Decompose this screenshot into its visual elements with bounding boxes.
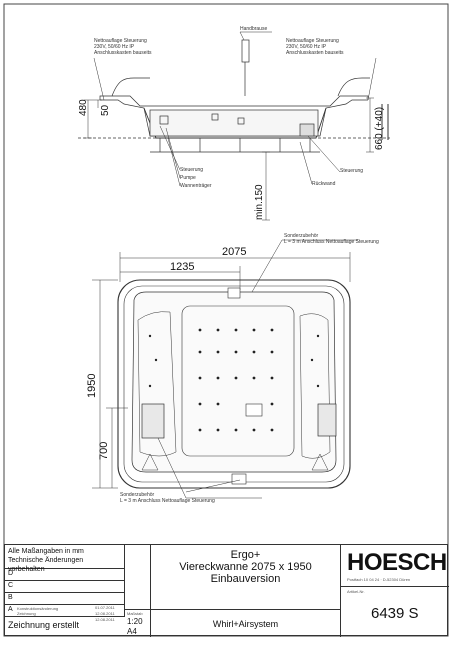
date: 01.07.2011 — [95, 605, 115, 610]
rev-letter: A — [8, 606, 13, 613]
brand-logo: HOESCH — [347, 549, 447, 576]
scale-value: 1:20 — [127, 617, 143, 626]
side-leaders — [93, 31, 377, 187]
rev-letter: B — [8, 594, 13, 601]
dates-cell: 01.07.2011 12.08.2011 12.08.2011 — [95, 605, 125, 635]
plan-top-sub: L = 3 m Anschluss Nettoauflage Steuerung — [284, 239, 379, 245]
article-cell: Artikel-Nr. 6439 S — [341, 587, 449, 637]
right-callout-steuerung: Steuerung — [340, 168, 364, 174]
rev-sub2: Zeichnung — [17, 611, 36, 616]
product-line2: Viereckwanne 2075 x 1950 — [179, 561, 312, 573]
format-value: A4 — [127, 627, 137, 636]
handle-label: Handbrause — [240, 26, 268, 32]
rev-sub1: Konstruktionsänderung — [17, 606, 59, 611]
left-note-line: Anschlusskasten bauseits — [94, 50, 152, 56]
dim-1950: 1950 — [86, 373, 98, 398]
revision-table: D C B A Konstruktionsänderung Zeichnung — [5, 569, 125, 617]
notes-cell: Alle Maßangaben in mm Technische Änderun… — [5, 545, 125, 573]
revision-row: B — [5, 593, 125, 605]
right-note-line: Anschlusskasten bauseits — [286, 50, 344, 56]
note-changes: Technische Änderungen vorbehalten — [8, 557, 84, 573]
plan-top-label: Sonderzubehör L = 3 m Anschluss Nettoauf… — [284, 233, 379, 245]
revision-row: C — [5, 581, 125, 593]
dim-min150: min.150 — [254, 184, 265, 220]
left-callouts: Steuerung Pumpe Wannenträger — [180, 166, 212, 190]
dim-2075: 2075 — [222, 246, 247, 258]
product-line1: Ergo+ — [230, 549, 261, 561]
right-note-block: Nettoauflage Steuerung 230V, 50/60 Hz IP… — [286, 38, 344, 56]
dim-1235: 1235 — [170, 261, 195, 273]
plan-bottom-title: Sonderzubehör — [120, 492, 155, 498]
plan-top-title: Sonderzubehör — [284, 233, 319, 239]
date: 12.08.2011 — [95, 617, 115, 622]
rev-letter: D — [8, 570, 14, 577]
rear-label: Rückwand — [312, 181, 336, 187]
created-label: Zeichnung erstellt — [8, 620, 80, 630]
dim-660: 660 (+40) — [374, 106, 385, 150]
callout-pumpe: Pumpe — [180, 175, 196, 181]
right-note-line: Nettoauflage Steuerung — [286, 38, 339, 44]
left-note-block: Nettoauflage Steuerung 230V, 50/60 Hz IP… — [94, 38, 152, 56]
brand-cell: HOESCH Postfach 10 04 24 · D-52304 Düren — [341, 545, 449, 587]
callout-traeger: Wannenträger — [180, 183, 212, 189]
plan-bottom-label: Sonderzubehör L = 3 m Anschluss Nettoauf… — [120, 492, 215, 504]
left-note-line: 230V, 50/60 Hz IP — [94, 44, 135, 50]
product-line3: Einbauversion — [210, 573, 281, 585]
rev-letter: C — [8, 582, 14, 589]
whirl-jets — [148, 328, 320, 432]
dim-50: 50 — [100, 104, 111, 116]
dim-480: 480 — [78, 99, 89, 116]
revision-row: D — [5, 569, 125, 581]
system-cell: Whirl+Airsystem — [151, 609, 341, 637]
dim-700: 700 — [98, 441, 110, 460]
spacer-cell — [125, 545, 151, 609]
article-number: 6439 S — [371, 605, 419, 622]
plan-view — [92, 252, 351, 489]
page-border — [3, 3, 449, 637]
brand-address: Postfach 10 04 24 · D-52304 Düren — [347, 577, 411, 582]
note-dimensions: Alle Maßangaben in mm — [8, 548, 84, 555]
plan-bottom-sub: L = 3 m Anschluss Nettoauflage Steuerung — [120, 498, 215, 504]
scale-cell: Maßstab 1:20 A4 — [125, 609, 151, 637]
plan-leaders — [157, 239, 358, 499]
product-cell: Ergo+ Viereckwanne 2075 x 1950 Einbauver… — [151, 545, 341, 609]
date: 12.08.2011 — [95, 611, 115, 616]
side-dimensions — [84, 97, 374, 221]
article-label: Artikel-Nr. — [347, 589, 365, 594]
revision-row: A Konstruktionsänderung Zeichnung — [5, 605, 125, 617]
title-block: Alle Maßangaben in mm Technische Änderun… — [4, 544, 449, 637]
callout-steuerung: Steuerung — [180, 167, 204, 173]
right-note-line: 230V, 50/60 Hz IP — [286, 44, 327, 50]
left-note-line: Nettoauflage Steuerung — [94, 38, 147, 44]
side-section-view — [78, 39, 390, 153]
scale-label: Maßstab — [127, 611, 143, 616]
